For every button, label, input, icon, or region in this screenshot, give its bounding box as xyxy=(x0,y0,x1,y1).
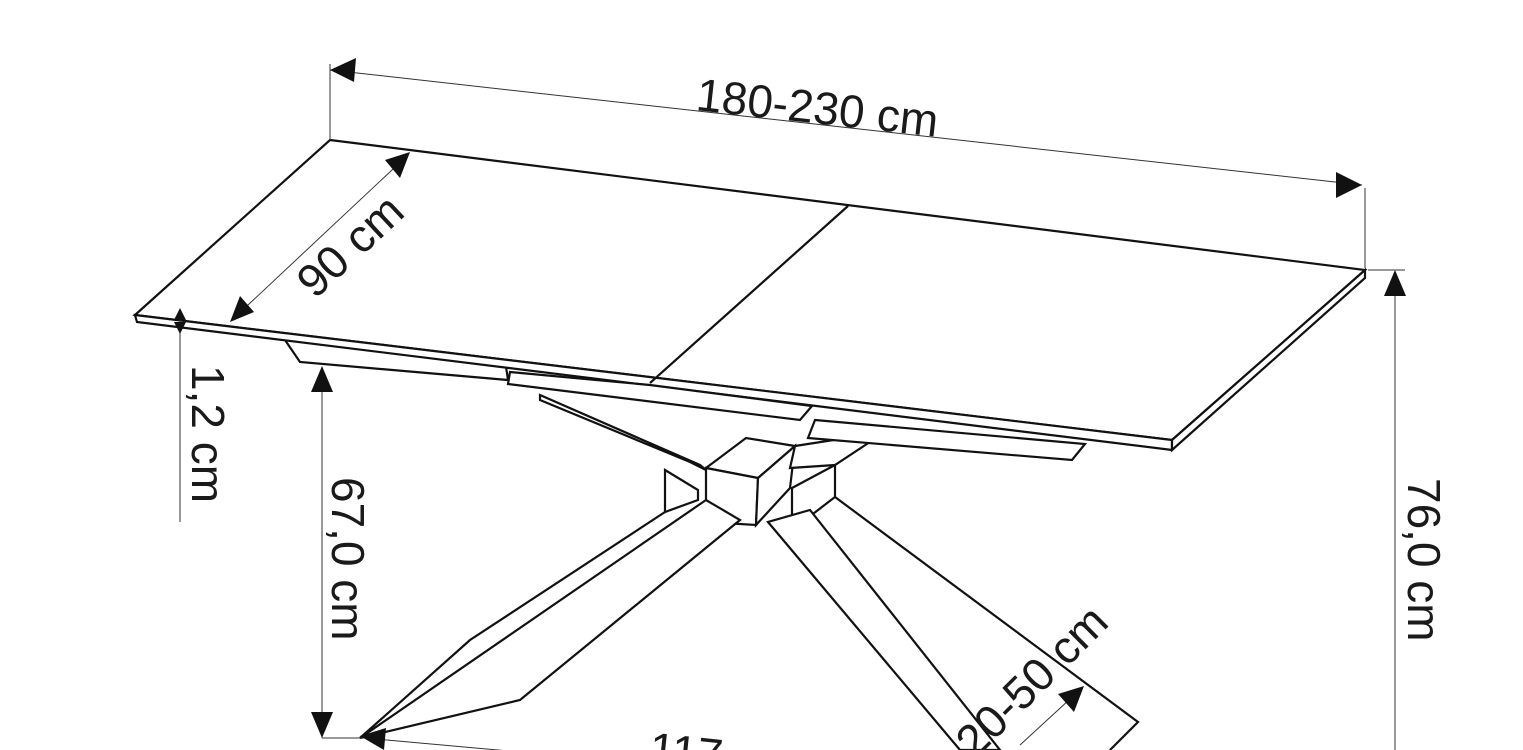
arrow-icon xyxy=(1058,686,1084,712)
label-clearance: 67,0 cm xyxy=(322,477,374,641)
arrow-icon xyxy=(1336,172,1362,198)
table-top xyxy=(132,138,1368,462)
arrow-icon xyxy=(311,712,333,738)
dim-base-span: 117 xyxy=(360,722,725,750)
arrow-icon xyxy=(330,58,356,82)
leg-front-right xyxy=(766,508,1002,750)
dim-leg-offset: 20-50 cm xyxy=(945,595,1117,750)
label-thickness: 1,2 cm xyxy=(182,365,234,503)
dim-clearance: 67,0 cm xyxy=(311,366,374,739)
leg-panel-left xyxy=(663,468,700,514)
arrow-icon xyxy=(360,728,386,750)
arrow-icon xyxy=(174,308,186,320)
leg-front-left xyxy=(359,498,742,740)
label-leg-offset: 20-50 cm xyxy=(945,595,1117,750)
extension-split-line xyxy=(649,205,849,384)
label-base-span: 117 xyxy=(647,722,725,750)
extension-leaf xyxy=(506,370,815,422)
tabletop-edge-side xyxy=(1170,267,1367,453)
label-length: 180-230 cm xyxy=(694,68,941,146)
arrow-icon xyxy=(385,152,410,178)
arrow-icon xyxy=(230,296,254,322)
rail-right xyxy=(806,418,1088,462)
arrow-icon xyxy=(174,322,186,334)
arrow-icon xyxy=(1384,270,1406,296)
base-column-side xyxy=(754,443,797,528)
dim-thickness: 1,2 cm xyxy=(174,308,234,522)
leg-back-left xyxy=(538,393,707,471)
table-base xyxy=(359,393,1140,750)
dim-height: 76,0 cm xyxy=(1368,269,1450,750)
arrow-icon xyxy=(311,366,333,392)
label-height: 76,0 cm xyxy=(1398,478,1450,642)
